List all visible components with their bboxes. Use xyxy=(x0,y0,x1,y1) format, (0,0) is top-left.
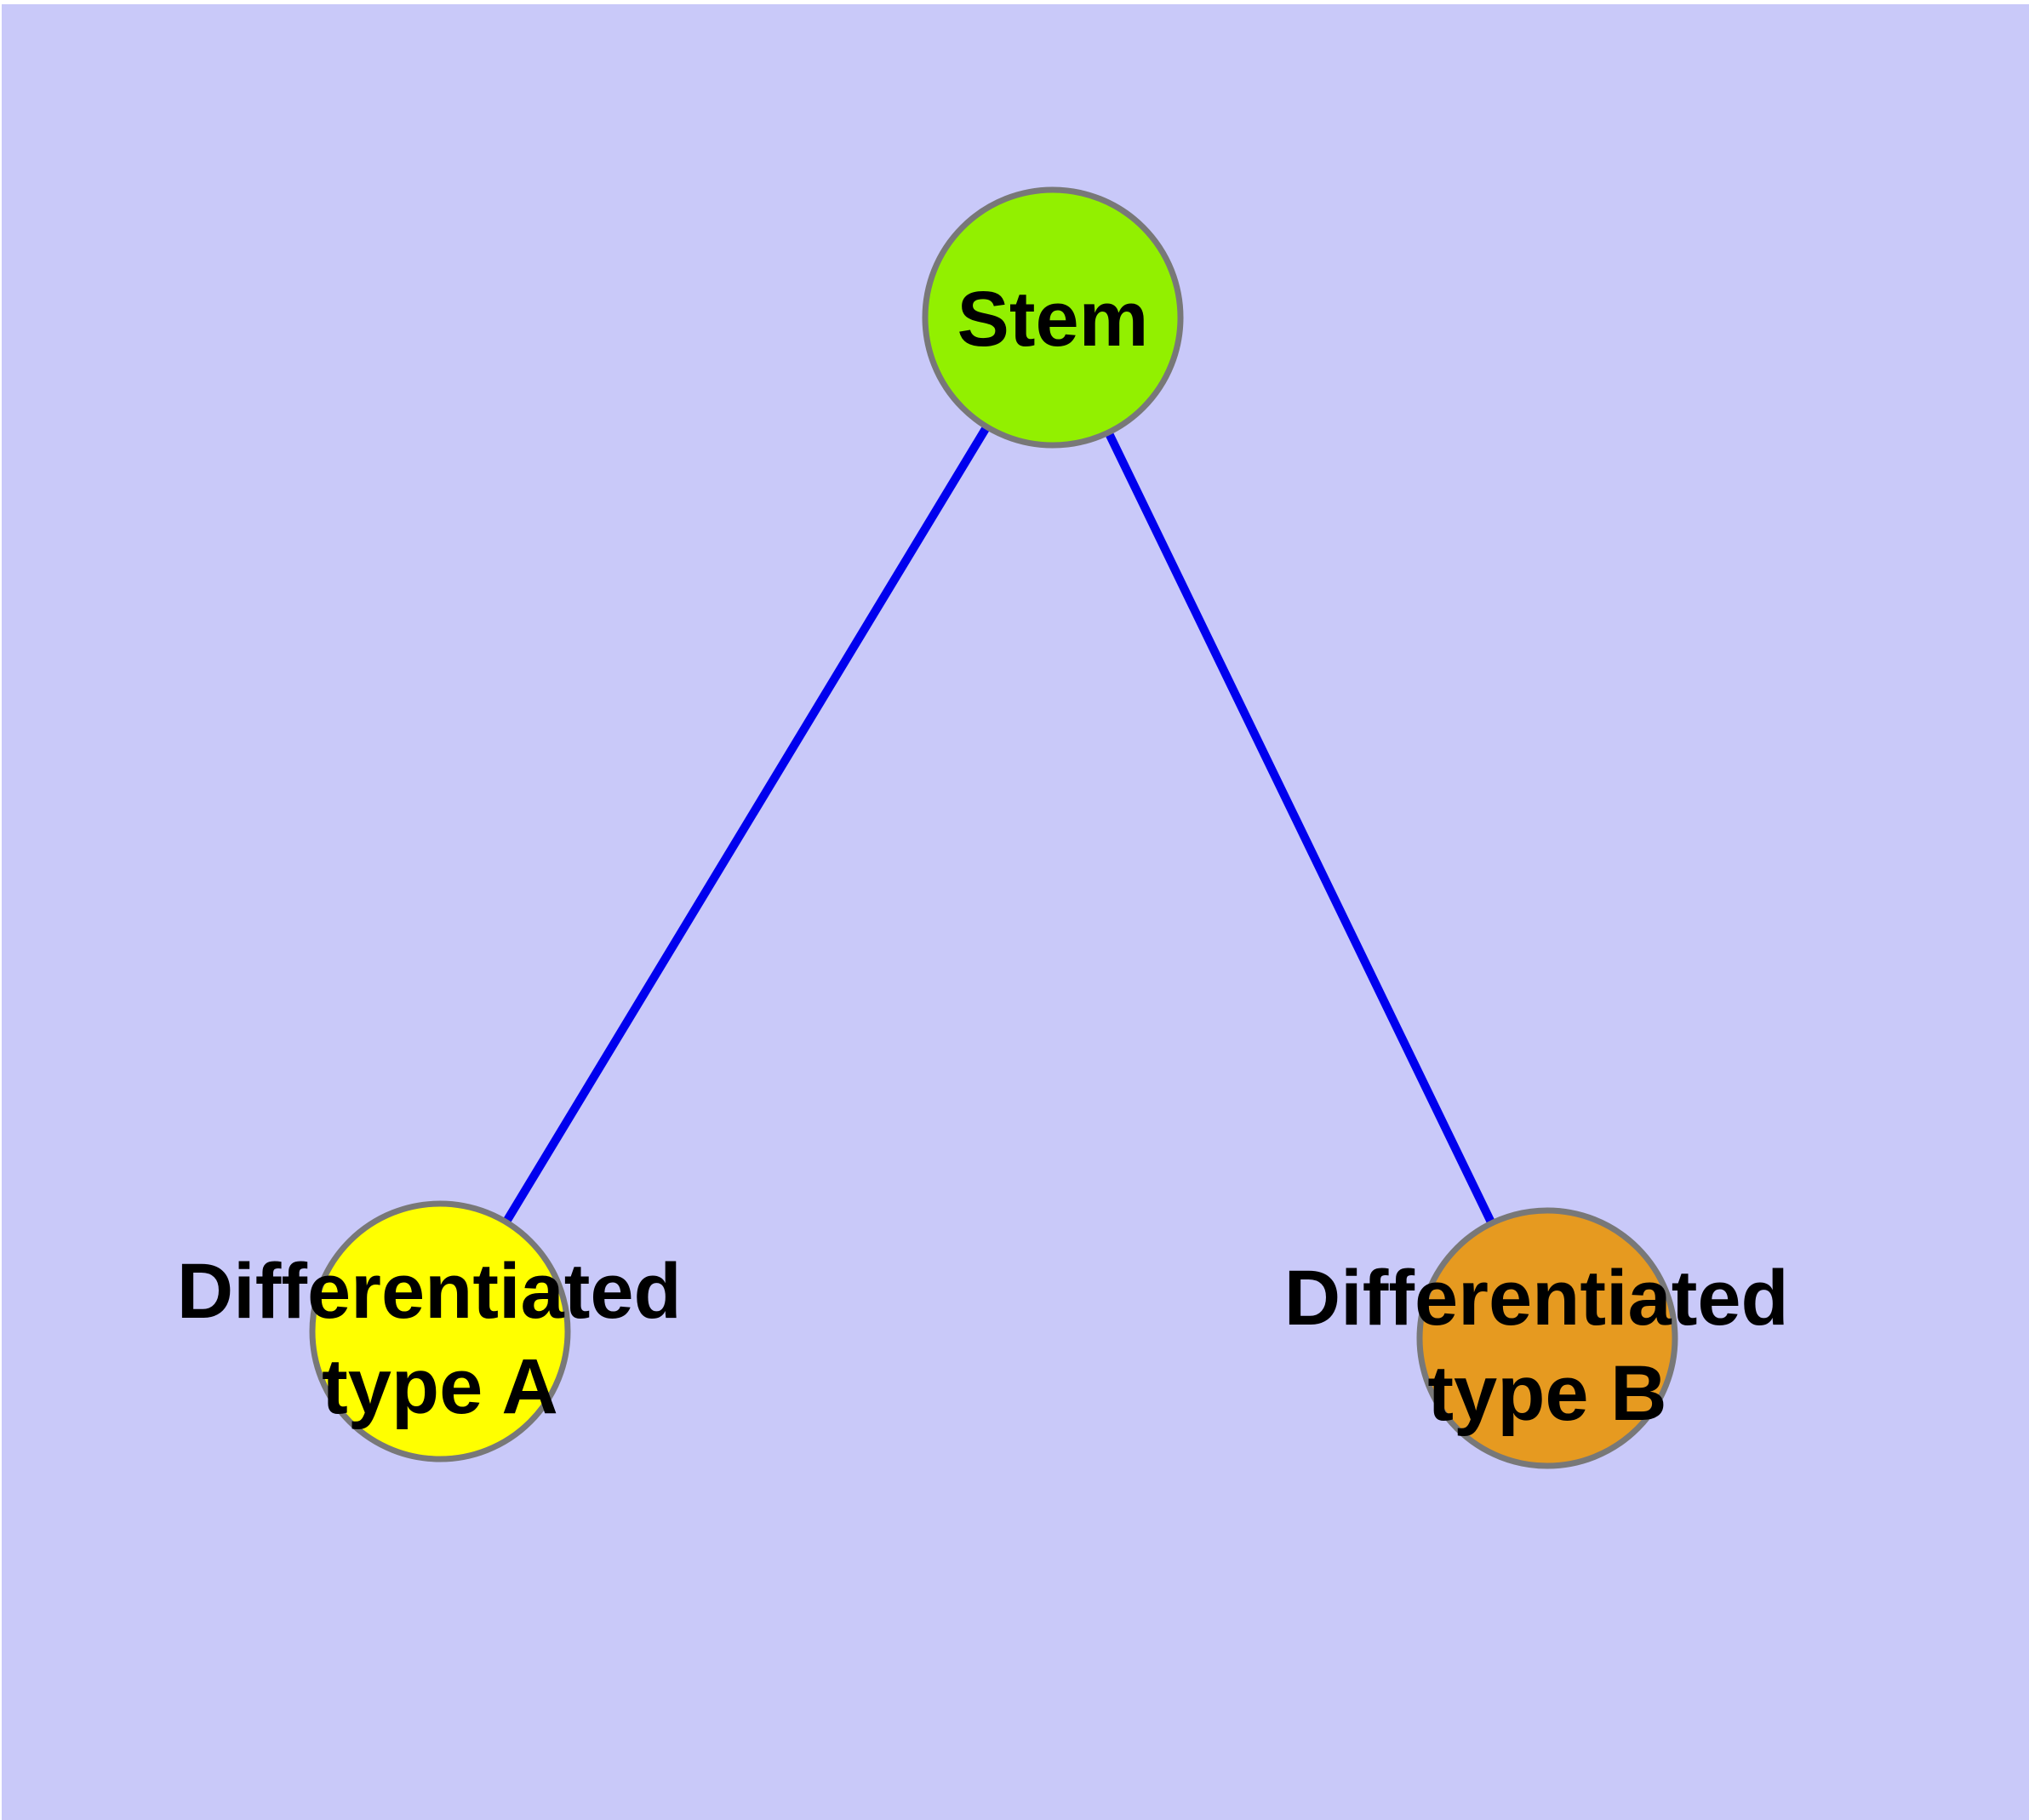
node-stem xyxy=(922,186,1184,449)
node-type-b-label-line2: type B xyxy=(1427,1350,1666,1437)
node-type-a-label-line2: type A xyxy=(322,1343,558,1430)
node-type-b-label-line1: Differentiated xyxy=(1284,1255,1789,1342)
node-type-b xyxy=(1416,1207,1678,1469)
node-stem-label: Stem xyxy=(957,276,1149,363)
node-type-a-label-line1: Differentiated xyxy=(177,1248,682,1335)
edge-stem-to-type-b xyxy=(1049,315,1552,1341)
node-type-a xyxy=(309,1200,571,1462)
node-type-b-label: Differentiated type B xyxy=(1284,1255,1811,1437)
edge-stem-to-type-a xyxy=(436,315,1057,1334)
node-type-a-label: Differentiated type A xyxy=(177,1248,704,1430)
